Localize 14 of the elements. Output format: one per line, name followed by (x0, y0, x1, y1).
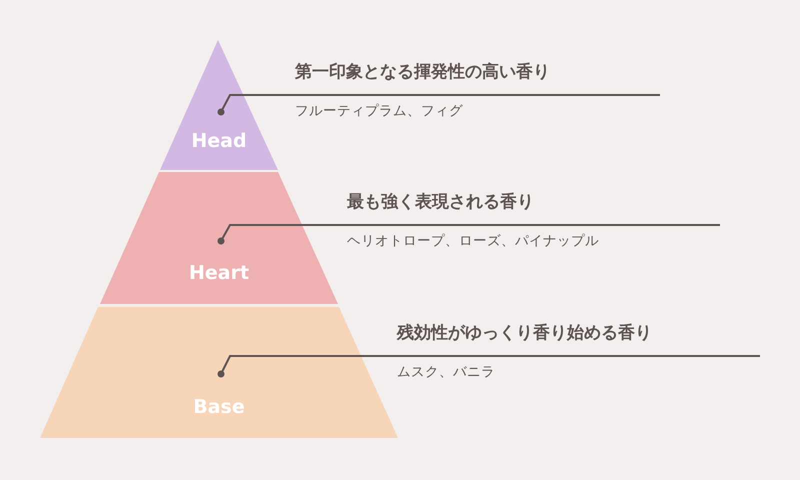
tier-description: ムスク、バニラ (397, 363, 495, 381)
tier-heading: 残効性がゆっくり香り始める香り (397, 322, 653, 344)
tier-heading: 最も強く表現される香り (347, 191, 535, 213)
pyramid-middle-tier (98, 172, 340, 306)
tier-label: Heart (188, 262, 250, 284)
leader-line (218, 94, 661, 116)
tier-label: Head (190, 130, 248, 152)
pyramid-top-tier (158, 38, 280, 172)
tier-heading: 第一印象となる揮発性の高い香り (295, 61, 551, 83)
tier-description: ヘリオトロープ、ローズ、パイナップル (347, 232, 599, 250)
tier-description: フルーティプラム、フィグ (295, 102, 463, 120)
leader-line (218, 355, 761, 378)
tier-label: Base (192, 396, 246, 418)
leader-line (218, 224, 721, 244)
